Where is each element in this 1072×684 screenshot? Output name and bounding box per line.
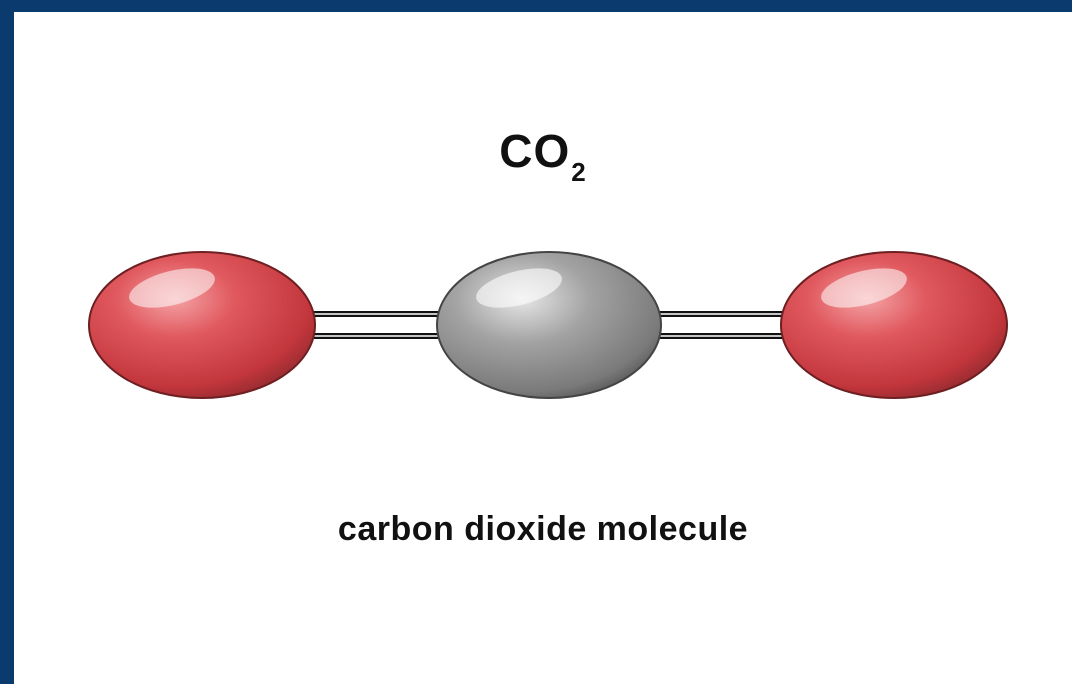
diagram-canvas: CO2 [14,12,1072,684]
atom-carbon [436,251,662,399]
atom-oxygen-left [88,251,316,399]
bond-right-double [654,311,792,339]
formula-main: CO [499,125,571,177]
diagram-caption: carbon dioxide molecule [337,510,749,548]
molecule-model [88,251,1008,399]
formula-subscript: 2 [571,157,587,187]
molecule-formula: CO2 [14,124,1072,187]
bond-left-double [304,311,444,339]
atom-oxygen-right [780,251,1008,399]
